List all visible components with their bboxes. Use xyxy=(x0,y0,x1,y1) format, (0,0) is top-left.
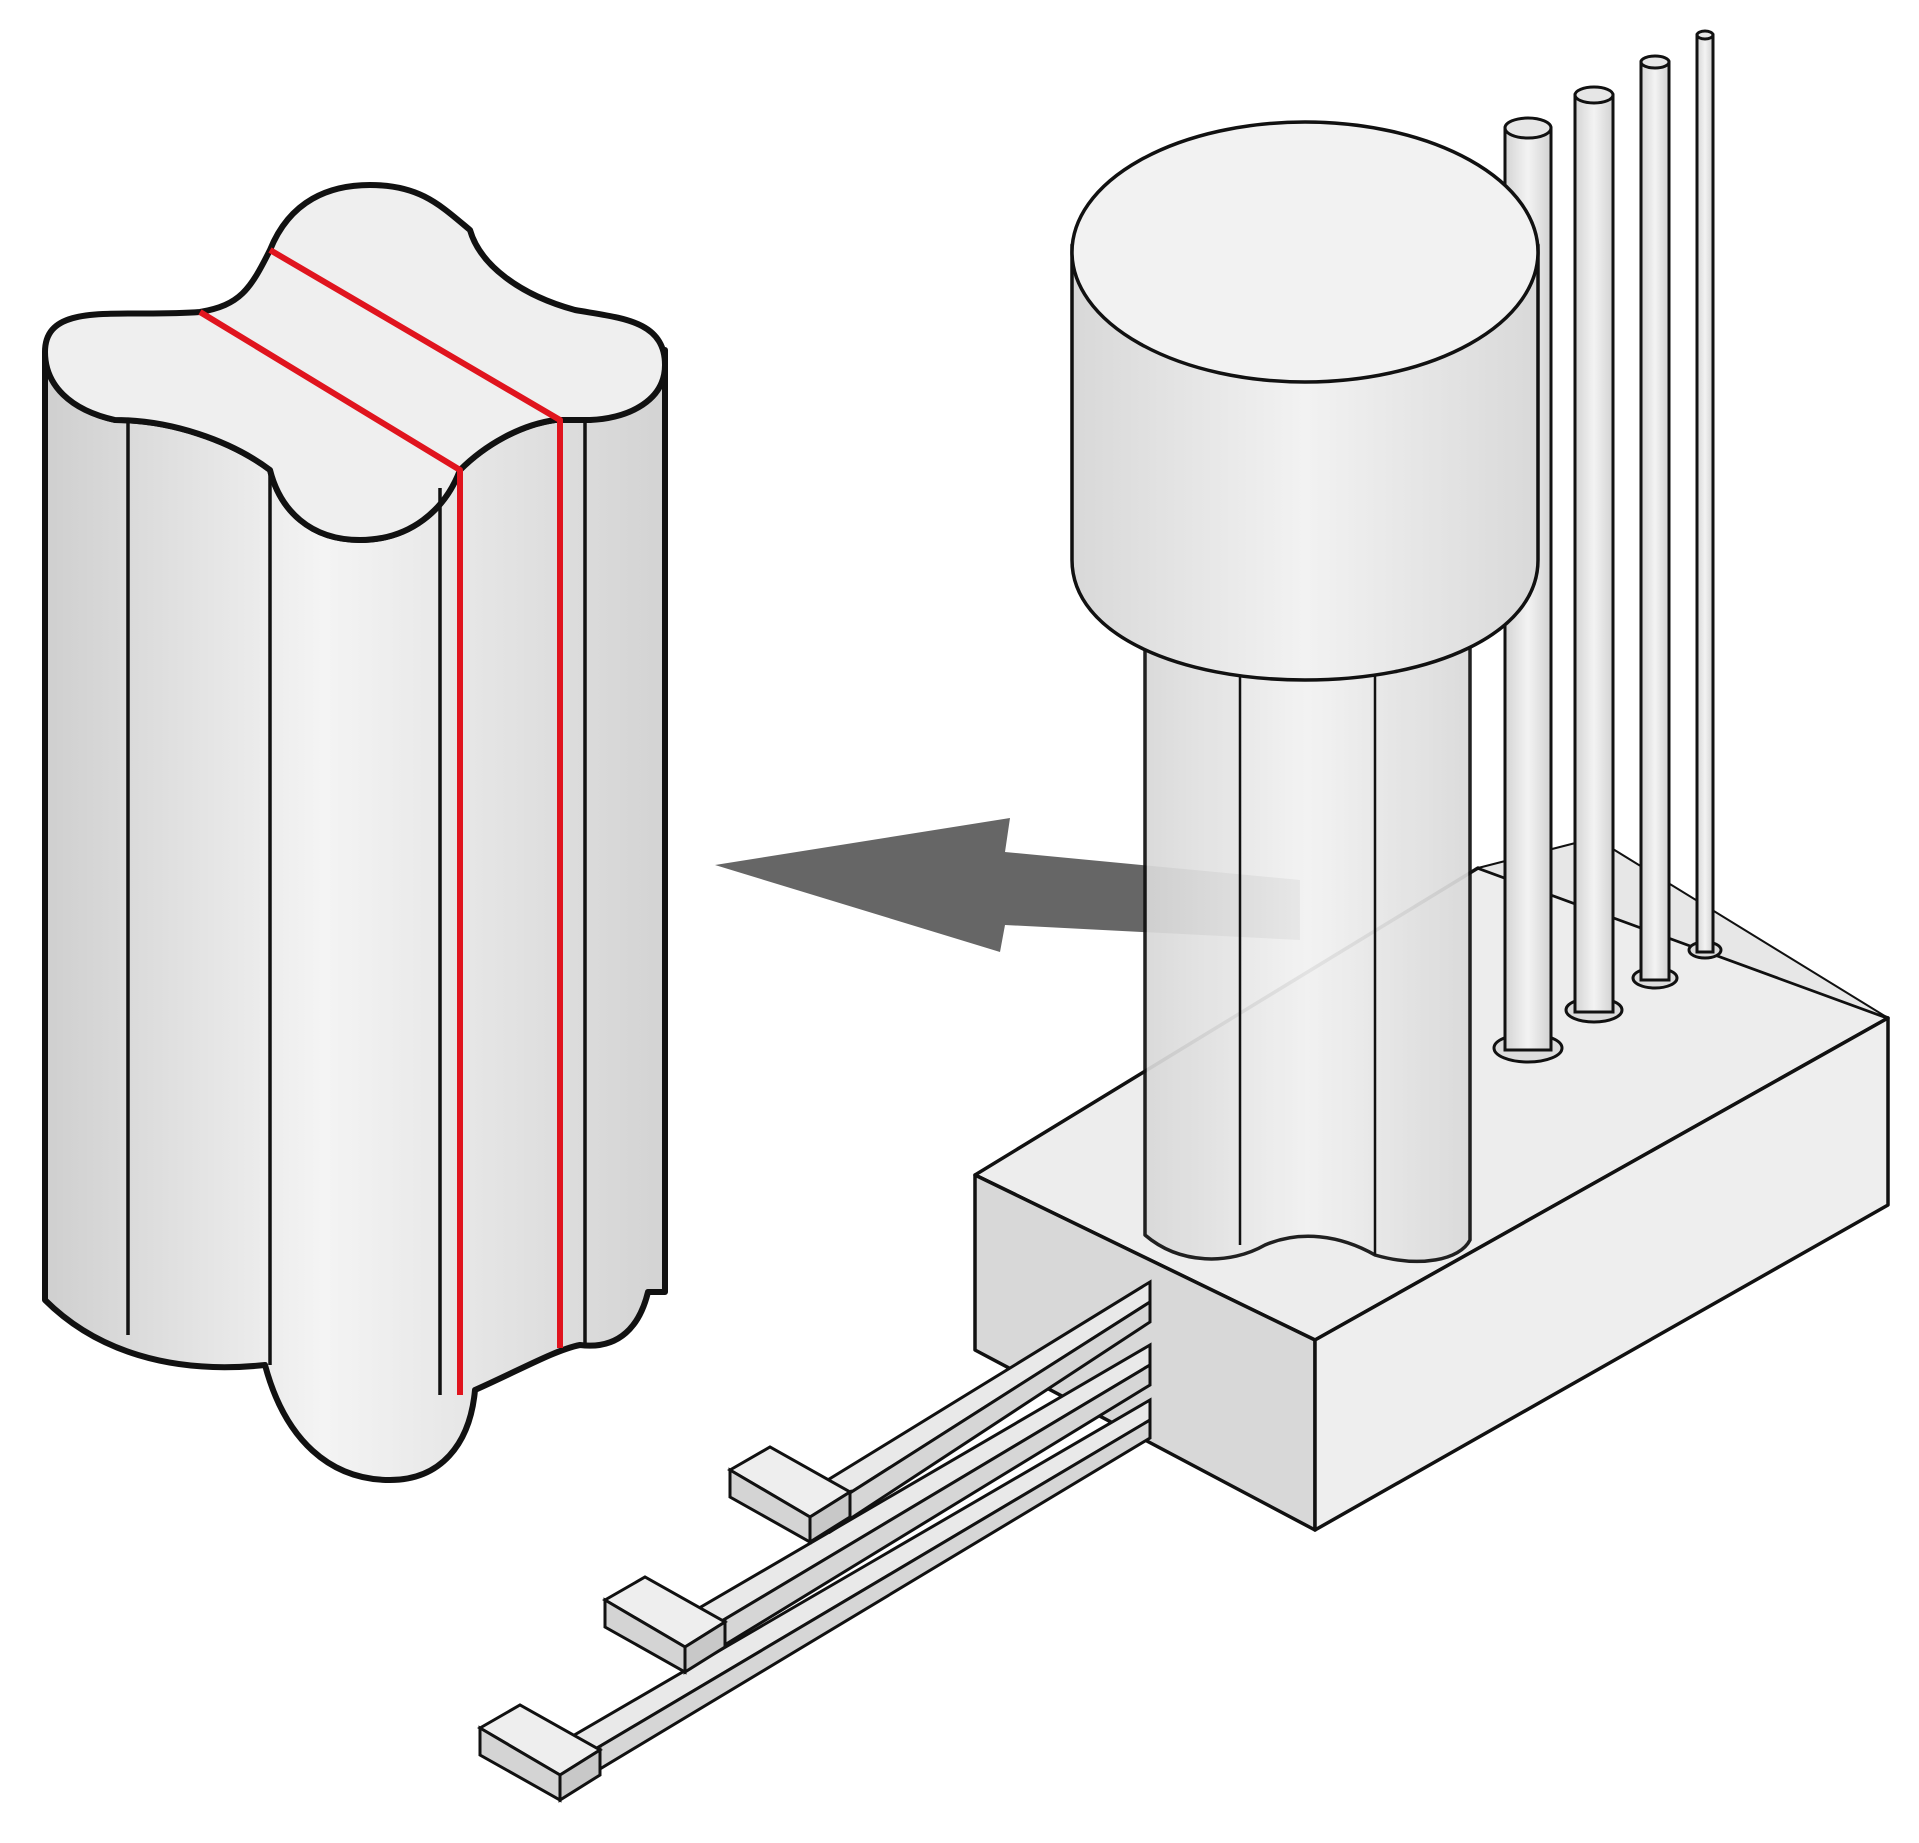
rod-top xyxy=(1639,54,1671,70)
rod xyxy=(1695,33,1715,954)
beam-t-head-end xyxy=(808,1489,852,1545)
mushroom-cap xyxy=(1070,120,1540,682)
beam-t-head-end xyxy=(558,1747,602,1803)
beam-group xyxy=(477,1279,1152,1803)
beam-t-head-end xyxy=(683,1619,727,1675)
red-line-front xyxy=(198,309,463,1395)
rod-top xyxy=(1503,116,1553,140)
rod xyxy=(1573,93,1615,1014)
pillar-stem xyxy=(1143,638,1472,1264)
rod-top xyxy=(1695,29,1715,41)
red-line-rear xyxy=(268,247,563,1348)
rod xyxy=(1639,60,1671,982)
beam-side xyxy=(818,1299,1152,1535)
cap-top xyxy=(1070,120,1540,384)
clover-column xyxy=(42,182,668,1483)
base-block-right-face xyxy=(1313,1016,1890,1532)
rod-top xyxy=(1573,85,1615,105)
machine-assembly xyxy=(477,29,1890,1803)
fluted-pillar xyxy=(1143,638,1472,1264)
